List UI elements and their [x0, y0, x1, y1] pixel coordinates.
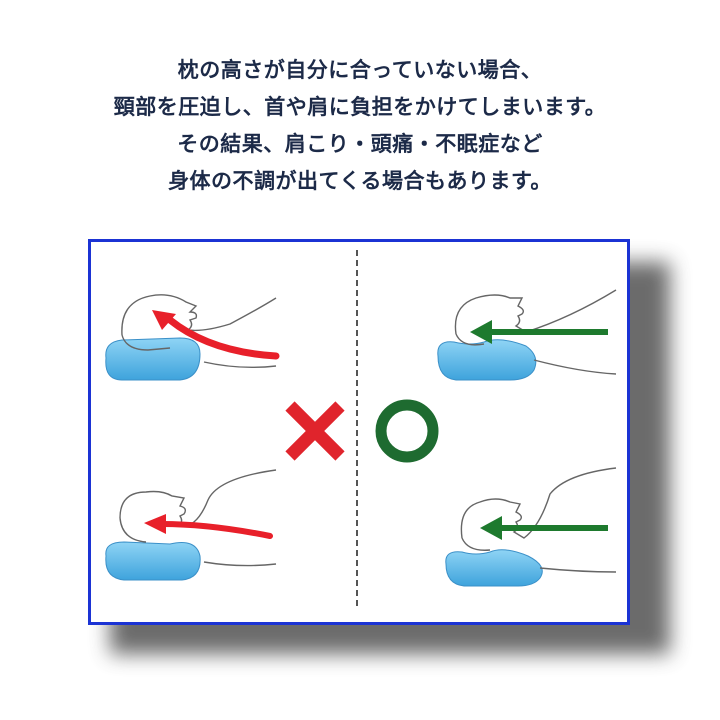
head-outline — [454, 289, 617, 335]
head-outline — [121, 294, 277, 336]
body-outline — [539, 567, 617, 573]
body-outline — [203, 561, 277, 567]
head-outline — [460, 467, 617, 539]
caption-line-1: 枕の高さが自分に合っていない場合、 — [177, 58, 543, 82]
body-outline — [203, 361, 277, 369]
bad-arrow — [166, 316, 280, 360]
pillow — [105, 337, 201, 381]
x-mark-icon — [282, 398, 348, 464]
bad-posture-figure-bottom — [100, 469, 300, 590]
pillow — [445, 549, 543, 587]
pillow — [105, 541, 201, 581]
head-outline — [119, 469, 277, 528]
circle-mark-icon — [372, 398, 442, 468]
bad-posture-illustration — [105, 294, 280, 381]
good-posture-figure-bottom — [440, 467, 640, 588]
caption: 枕の高さが自分に合っていない場合、 頸部を圧迫し、首や肩に負担をかけてしまいます… — [0, 52, 720, 200]
bad-posture-figure-top — [100, 280, 300, 400]
center-divider — [356, 250, 358, 606]
body-outline — [533, 359, 617, 375]
pillow — [437, 339, 537, 381]
caption-line-2: 頸部を圧迫し、首や肩に負担をかけてしまいます。 — [113, 95, 607, 119]
caption-line-4: 身体の不調が出てくる場合もあります。 — [168, 169, 552, 193]
bad-arrow — [159, 521, 273, 539]
good-posture-figure-top — [430, 276, 630, 396]
caption-line-3: その結果、肩こり・頭痛・不眠症など — [177, 132, 543, 156]
